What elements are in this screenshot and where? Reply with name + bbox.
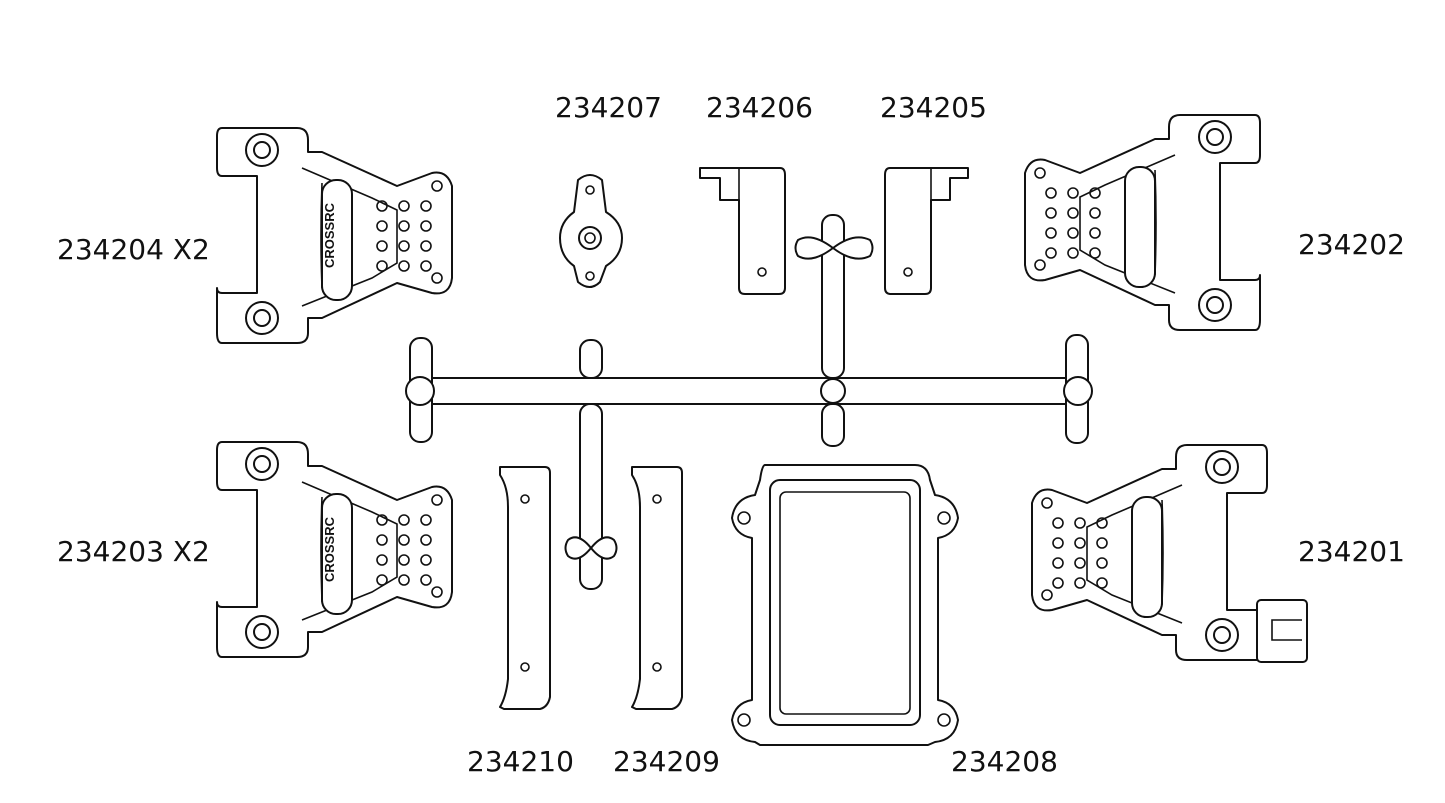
arm-logo-234203: CROSSRC <box>322 516 337 582</box>
label-234205: 234205 <box>880 91 987 124</box>
label-234203: 234203 X2 <box>57 535 210 568</box>
label-234208: 234208 <box>951 745 1058 778</box>
part-234205-bracket <box>884 167 969 295</box>
part-234206-bracket <box>699 167 786 295</box>
part-234201-arm <box>1031 444 1308 663</box>
part-234210-plate <box>499 466 551 710</box>
label-234201: 234201 <box>1298 535 1405 568</box>
label-234207: 234207 <box>555 91 662 124</box>
part-234202-arm <box>1024 114 1261 331</box>
part-234208-cover <box>731 464 959 746</box>
part-234209-plate <box>631 466 683 710</box>
part-234207-mount <box>559 174 623 288</box>
label-234206: 234206 <box>706 91 813 124</box>
label-234204: 234204 X2 <box>57 233 210 266</box>
label-234202: 234202 <box>1298 228 1405 261</box>
part-234203-arm: CROSSRC <box>216 441 453 658</box>
sprue-frame <box>405 214 1093 590</box>
label-234210: 234210 <box>467 745 574 778</box>
arm-logo-234204: CROSSRC <box>322 202 337 268</box>
part-234204-arm: CROSSRC <box>216 127 453 344</box>
label-234209: 234209 <box>613 745 720 778</box>
